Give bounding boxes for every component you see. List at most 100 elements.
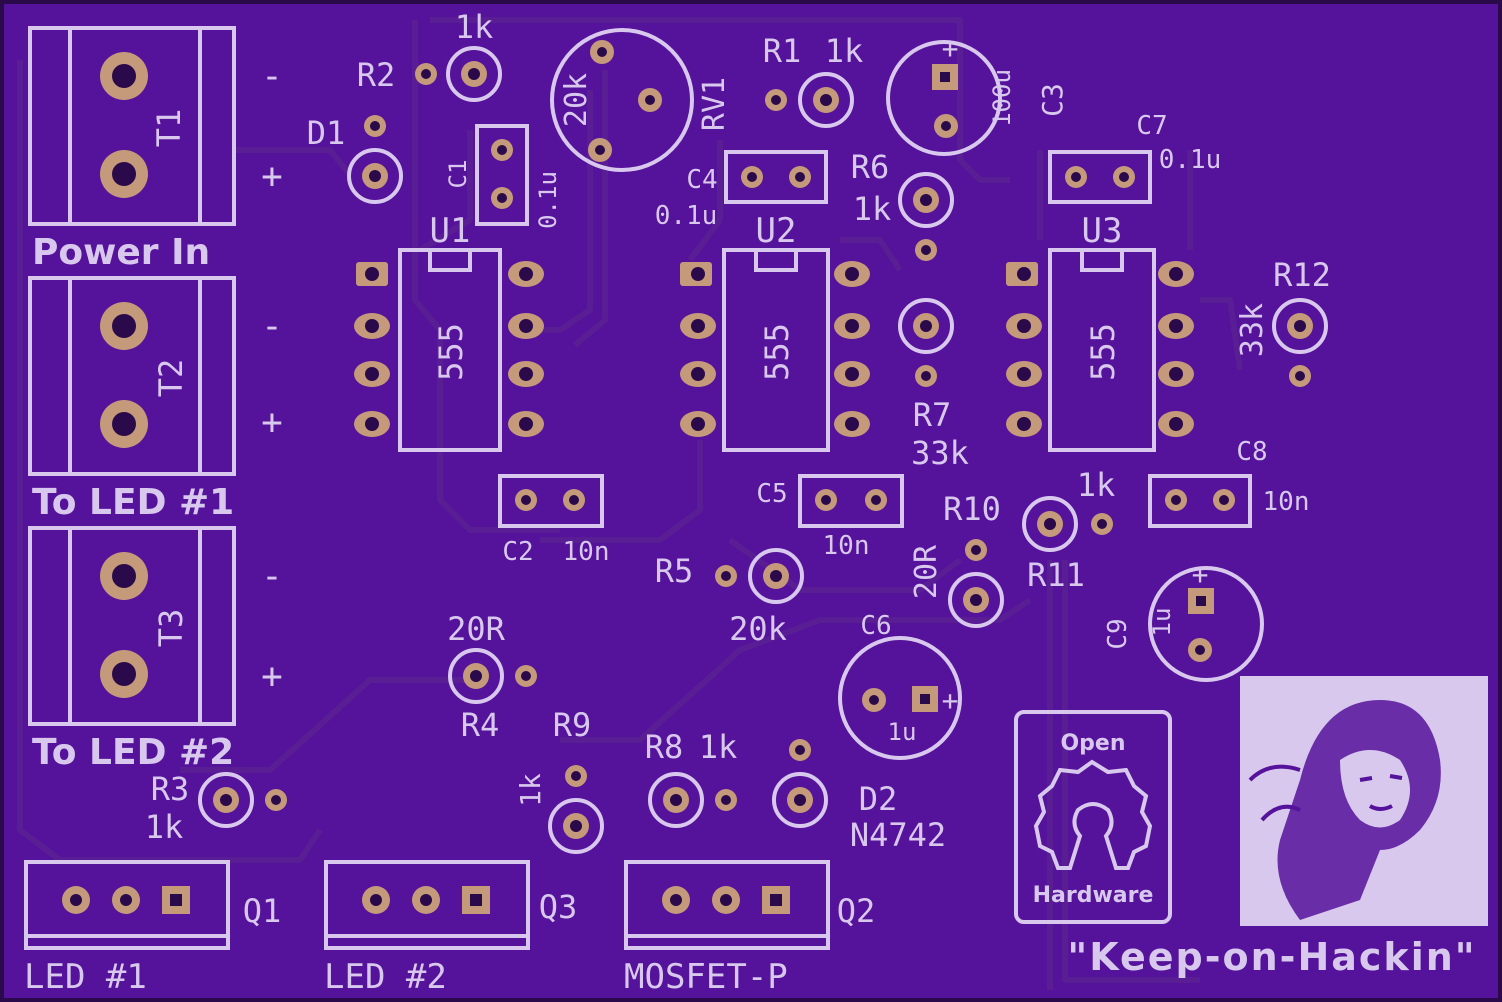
logo-bottom-text: Hardware [1033,883,1154,908]
r6-value: 1k [853,190,892,228]
slogan-text: "Keep-on-Hackin" [1067,935,1476,979]
resistor-r5: R5 20k [655,548,804,648]
c9-value: 1u [1148,608,1176,637]
gear-icon [1033,759,1153,870]
r1-value: 1k [825,32,864,70]
capacitor-c4: C4 0.1u [655,150,828,231]
t3-minus: - [261,556,283,597]
c2-value: 10n [563,537,610,567]
diode-d1: D1 [307,114,403,204]
r5-ref: R5 [655,552,694,590]
r8-value: 1k [699,728,738,766]
capacitor-c6: + C6 1u [838,611,962,760]
resistor-r3: R3 1k [145,770,287,846]
potentiometer-rv1: 20k RV1 [550,28,732,172]
r1-ref: R1 [763,32,802,70]
terminal-outline [28,26,236,226]
c7-ref: C7 [1136,111,1167,141]
resistor-r12: R12 33k [1235,256,1331,387]
resistor-r10: R10 20R [909,490,1004,628]
resistor-r1: R1 1k [763,32,864,128]
c3-value: 100u [988,69,1016,127]
c9-ref: C9 [1103,618,1133,649]
c8-value: 10n [1263,487,1310,517]
c6-ref: C6 [860,611,891,641]
d2-ref: D2 [859,780,898,818]
c1-ref: C1 [444,160,472,189]
u1-ref: U1 [430,211,471,251]
q3-label: LED #2 [324,957,447,997]
t1-label: Power In [32,232,210,273]
t3-label: To LED #2 [32,732,234,773]
r7-value: 33k [911,434,969,472]
resistor-r7: R7 33k [898,298,969,472]
c3-ref: C3 [1036,83,1069,117]
c5-ref: C5 [756,479,787,509]
u3-part: 555 [1084,323,1122,381]
r4-value: 20R [447,610,506,648]
d1-ref: D1 [307,114,346,152]
r3-value: 1k [145,808,184,846]
c2-ref: C2 [502,537,533,567]
q2-label: MOSFET-P [624,957,788,997]
capacitor-c1: C1 0.1u [444,124,562,229]
capacitor-c5: C5 10n [756,474,904,561]
resistor-r2: R2 1k [357,8,502,102]
terminal-t1: T1 - + Power In [28,26,283,273]
r6-ref: R6 [851,148,890,186]
t2-label: To LED #1 [32,482,234,523]
c4-value: 0.1u [655,201,718,231]
c7-value: 0.1u [1159,145,1222,175]
c3-polarity: + [942,32,959,65]
d2-value: N4742 [850,816,946,854]
resistor-r8: R8 1k [645,728,738,828]
resistor-r9: R9 1k [514,706,604,854]
capacitor-c9: + 1u C9 [1103,558,1264,682]
terminal-outline [28,526,236,726]
rv1-value: 20k [559,73,594,127]
q2-ref: Q2 [837,892,876,930]
ic-u3: U3 555 [1006,211,1194,452]
t3-plus: + [261,656,283,697]
c6-polarity: + [942,684,959,717]
r2-value: 1k [455,8,494,46]
transistor-q1: Q1 LED #1 [24,860,281,997]
c9-polarity: + [1192,558,1209,591]
ic-u1: U1 555 [354,211,544,452]
r10-ref: R10 [943,490,1001,528]
r9-value: 1k [514,773,547,807]
r9-ref: R9 [553,706,592,744]
resistor-r11: 1k R11 [1022,466,1116,594]
r7-ref: R7 [913,396,952,434]
r12-value: 33k [1235,303,1270,357]
r4-ref: R4 [461,706,500,744]
u2-part: 555 [758,323,796,381]
t3-ref: T3 [152,609,190,648]
u1-part: 555 [432,323,470,381]
r3-ref: R3 [151,770,190,808]
ic-u2: U2 555 [680,211,870,452]
open-hardware-logo: Open Hardware [1014,710,1172,924]
r2-ref: R2 [357,56,396,94]
c6-value: 1u [888,718,917,746]
terminal-t3: T3 - + To LED #2 [28,526,283,773]
r8-ref: R8 [645,728,684,766]
capacitor-c7: C7 0.1u [1048,111,1222,204]
transistor-q3: Q3 LED #2 [324,860,577,997]
c5-value: 10n [823,531,870,561]
capacitor-c8: C8 10n [1148,437,1310,528]
logo-top-text: Open [1060,731,1125,756]
terminal-outline [28,276,236,476]
q1-label: LED #1 [24,957,147,997]
r10-value: 20R [909,544,944,599]
resistor-r4: 20R R4 [447,610,537,744]
diode-d2: D2 N4742 [772,739,946,854]
portrait-image [1240,676,1488,926]
u3-ref: U3 [1082,211,1123,251]
r11-value: 1k [1077,466,1116,504]
r11-ref: R11 [1027,556,1085,594]
rv1-ref: RV1 [697,77,732,131]
t1-minus: - [261,56,283,97]
r12-ref: R12 [1273,256,1331,294]
